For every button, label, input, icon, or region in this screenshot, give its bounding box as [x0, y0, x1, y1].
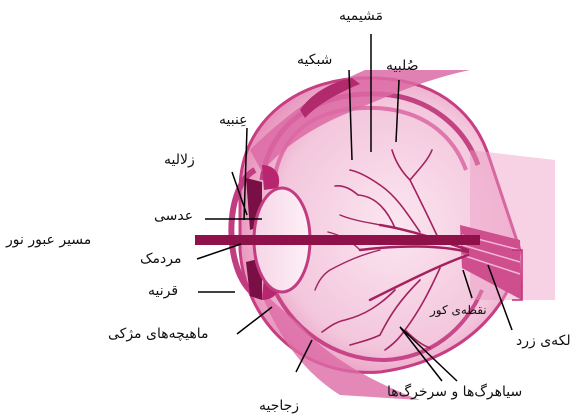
label-sclera: صُلبیه: [386, 58, 418, 74]
label-cornea: قرنیه: [148, 283, 178, 299]
label-uvea: عِنبیه: [219, 112, 248, 128]
label-vitreous: زجاجیه: [259, 398, 299, 414]
label-choroid: مَشیمیه: [339, 8, 383, 24]
label-pupil: مردمک: [140, 251, 182, 267]
label-light-path: مسیر عبور نور: [6, 232, 91, 248]
label-vessels: سیاهرگ‌ها و سرخرگ‌ها: [387, 384, 522, 400]
label-yellow-spot: لکه‌ی زرد: [516, 333, 571, 349]
label-ciliary-muscles: ماهیچه‌های مژکی: [108, 326, 209, 342]
label-aqueous-humor: زلالیه: [164, 152, 195, 168]
light-path-bar: [195, 235, 480, 245]
label-blind-spot: نقطه‌ی کور: [430, 302, 487, 318]
label-retina: شبکیه: [297, 52, 332, 68]
label-lens: عدسی: [154, 208, 193, 224]
